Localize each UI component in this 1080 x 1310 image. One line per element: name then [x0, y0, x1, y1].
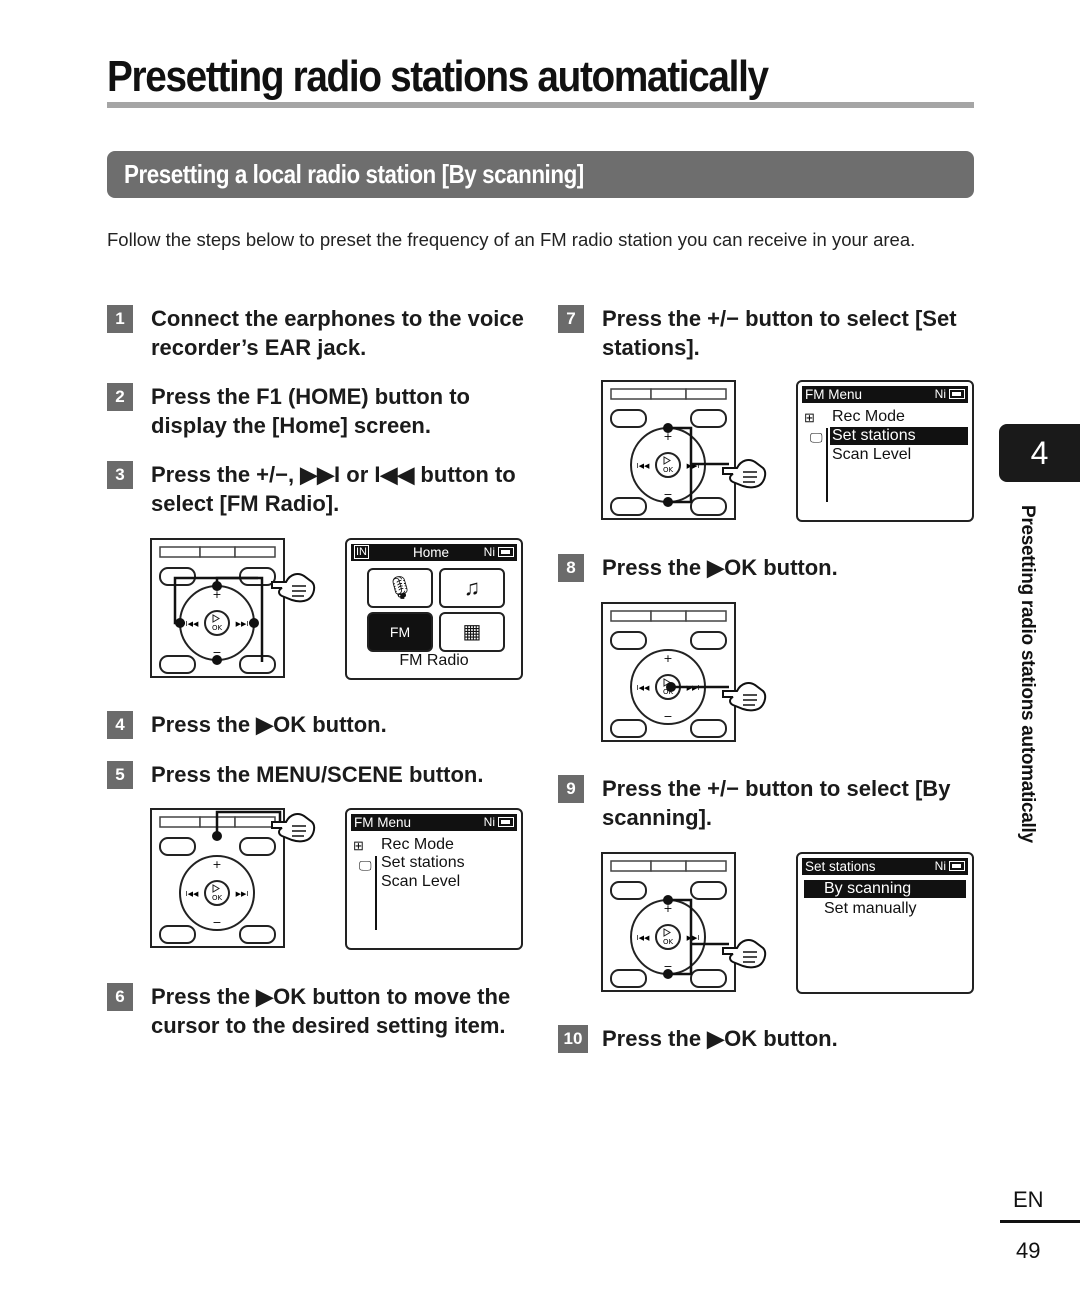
step-text: Press the ▶OK button. [602, 1026, 838, 1051]
battery-icon [498, 547, 514, 557]
screen-title: FM Menu [805, 387, 863, 402]
menu-item: Set stations [381, 854, 465, 871]
device-illustration [601, 852, 767, 992]
chapter-tab: 4 [999, 424, 1080, 482]
title-rule [107, 102, 974, 108]
screen-header: FM Menu Ni [351, 814, 517, 831]
menu-item-selected: By scanning [804, 880, 966, 898]
microphone-icon: 🎙 [367, 568, 433, 608]
step-text: Press the +/− button to select [Set stat… [602, 306, 957, 360]
in-icon: IN [354, 545, 369, 559]
rec-mode-icon: ⊞ [353, 838, 364, 853]
step-text: Press the +/− button to select [By scann… [602, 776, 951, 830]
screen-header: FM Menu Ni [802, 386, 968, 403]
fm-radio-icon: FM [367, 612, 433, 652]
step-number: 7 [558, 305, 584, 333]
screen-title: Home [413, 545, 450, 560]
page-number: 49 [1016, 1238, 1041, 1263]
step-text: Connect the earphones to the voice recor… [151, 306, 524, 360]
fm-menu-screen: FM Menu Ni ⊞ 🖵 Rec Mode Set stations Sca… [345, 808, 523, 950]
step-text: Press the ▶OK button. [602, 555, 838, 580]
step-number: 3 [107, 461, 133, 489]
step-number: 9 [558, 775, 584, 803]
step-text: Press the ▶OK button. [151, 712, 387, 737]
menu-item: Scan Level [832, 446, 912, 463]
step-number: 6 [107, 983, 133, 1011]
step-number: 4 [107, 711, 133, 739]
calendar-icon: ▦ [439, 612, 505, 652]
chapter-side-label: Presetting radio stations automatically [1017, 505, 1038, 843]
screen-header: IN Home Ni [351, 544, 517, 561]
screen-caption: FM Radio [399, 652, 469, 669]
rec-mode-icon: ⊞ [804, 410, 815, 425]
step-number: 2 [107, 383, 133, 411]
step-number: 1 [107, 305, 133, 333]
battery-icon [949, 861, 965, 871]
screen-title: FM Menu [354, 815, 412, 830]
section-heading: Presetting a local radio station [By sca… [124, 159, 584, 189]
monitor-icon: 🖵 [359, 858, 372, 873]
menu-item: Rec Mode [381, 836, 454, 853]
ni-indicator: Ni [934, 387, 946, 401]
set-stations-screen: Set stations Ni By scanning Set manually [796, 852, 974, 994]
device-illustration [601, 602, 767, 742]
battery-icon [949, 389, 965, 399]
step-text: Press the +/−, ▶▶I or I◀◀ button to sele… [151, 462, 516, 516]
menu-item: Set manually [824, 900, 917, 917]
device-illustration [150, 808, 316, 948]
ni-indicator: Ni [483, 815, 495, 829]
footer-rule [1000, 1220, 1080, 1223]
step-number: 5 [107, 761, 133, 789]
battery-icon [498, 817, 514, 827]
device-illustration [150, 538, 316, 678]
menu-item: Rec Mode [832, 408, 905, 425]
menu-item-selected: Set stations [830, 427, 968, 445]
screen-header: Set stations Ni [802, 858, 968, 875]
step-number: 8 [558, 554, 584, 582]
step-text: Press the MENU/SCENE button. [151, 762, 484, 787]
screen-title: Set stations [805, 859, 876, 874]
section-heading-bar: Presetting a local radio station [By sca… [107, 151, 974, 198]
monitor-icon: 🖵 [810, 430, 823, 445]
ni-indicator: Ni [483, 545, 495, 559]
intro-text: Follow the steps below to preset the fre… [107, 229, 916, 250]
ni-indicator: Ni [934, 859, 946, 873]
home-screen: IN Home Ni 🎙 ♫ FM ▦ FM Radio [345, 538, 523, 680]
step-text: Press the F1 (HOME) button to display th… [151, 384, 470, 438]
fm-menu-screen: FM Menu Ni ⊞ 🖵 Rec Mode Set stations Sca… [796, 380, 974, 522]
menu-item: Scan Level [381, 873, 461, 890]
language-label: EN [1013, 1187, 1044, 1212]
device-illustration [601, 380, 767, 520]
tree-line [826, 428, 828, 502]
tree-line [375, 856, 377, 930]
step-number: 10 [558, 1025, 588, 1053]
page-title: Presetting radio stations automatically [107, 52, 769, 101]
music-icon: ♫ [439, 568, 505, 608]
step-text: Press the ▶OK button to move the cursor … [151, 984, 511, 1038]
